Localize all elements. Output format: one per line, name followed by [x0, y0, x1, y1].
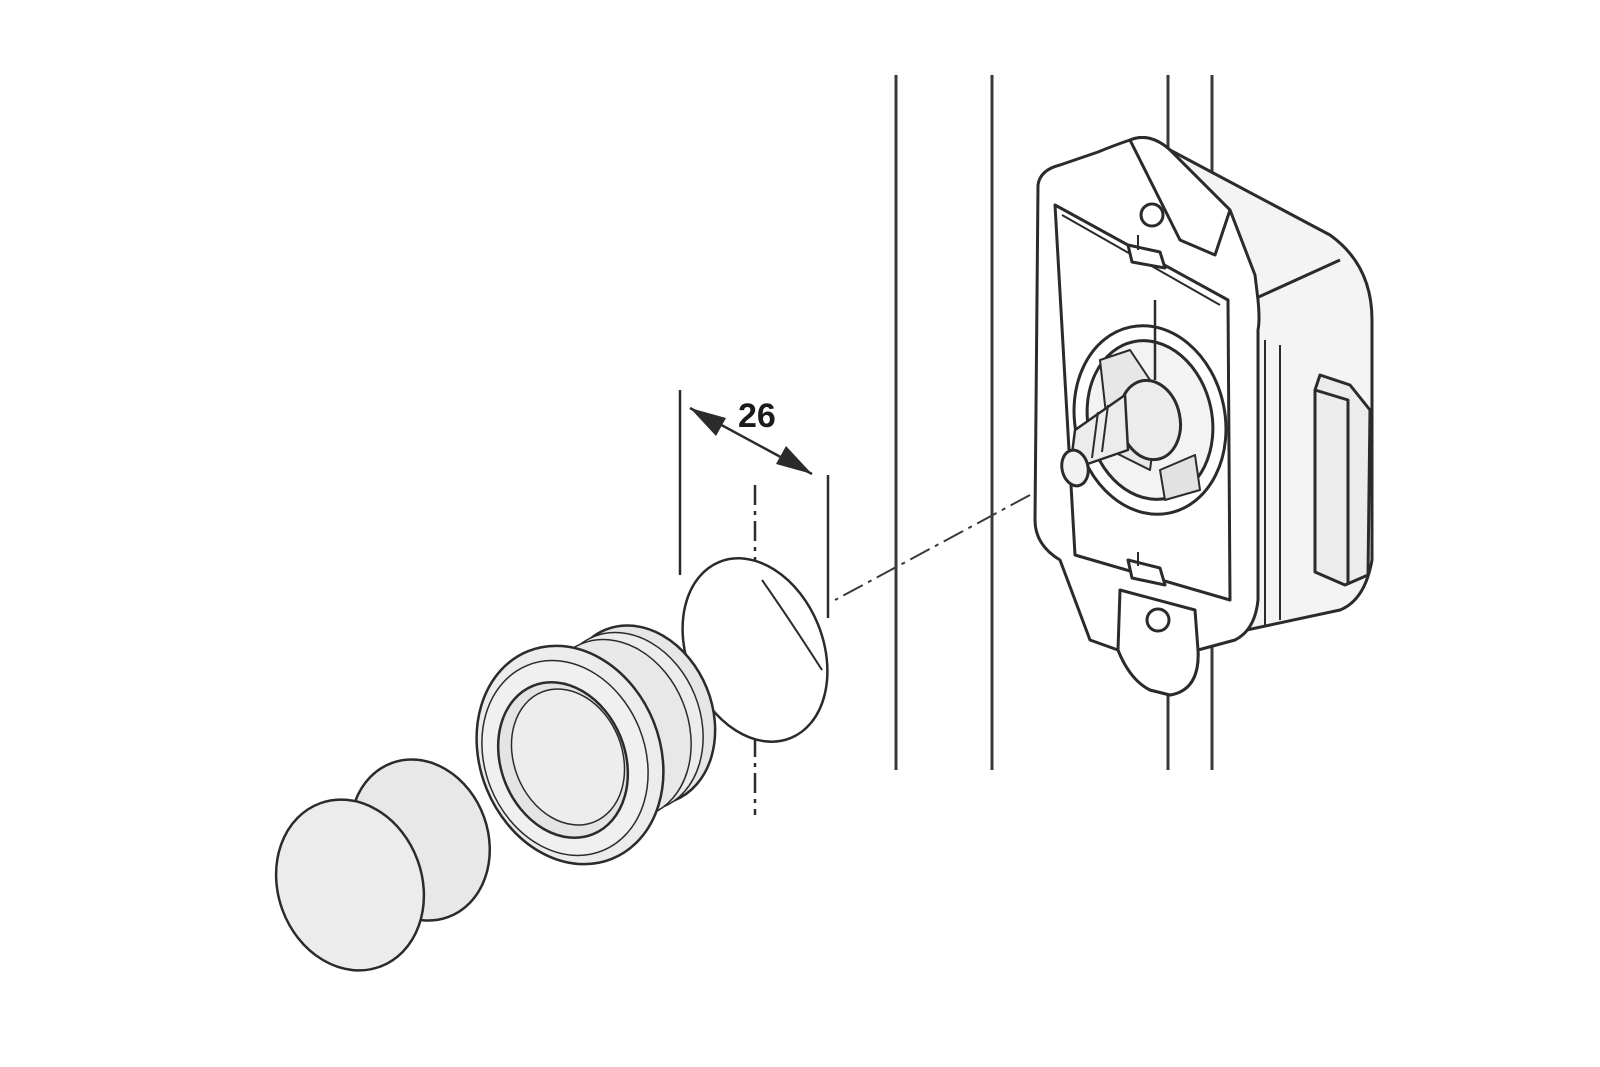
- dimension-arrow-right-icon: [776, 446, 812, 474]
- push-button-knob: [274, 758, 492, 972]
- push-lock-body: [1033, 136, 1374, 697]
- dimension-label: 26: [738, 397, 776, 435]
- button-housing-sleeve: [475, 624, 717, 866]
- dimension-arrow-left-icon: [690, 408, 726, 436]
- dimension-indicator: [678, 390, 830, 815]
